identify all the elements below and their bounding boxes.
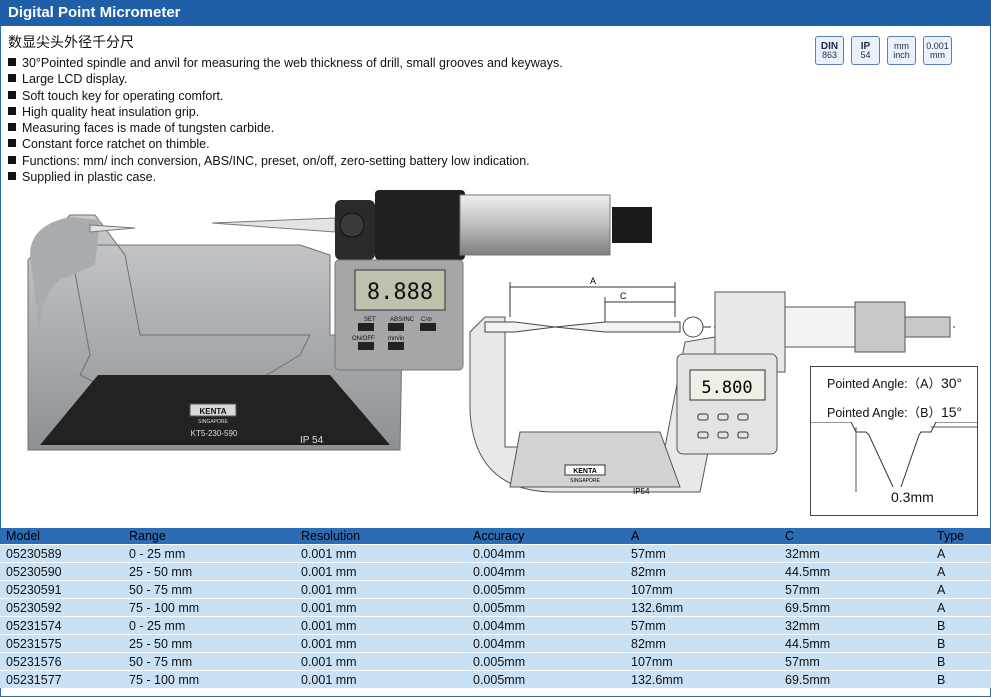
square-bullet-icon: [8, 74, 16, 83]
col-model: Model: [0, 528, 123, 545]
brand-name: KENTA: [200, 407, 227, 416]
table-header-row: Model Range Resolution Accuracy A C Type: [0, 528, 991, 545]
drawing-lcd-reading: 5.800: [701, 378, 752, 398]
drawing-lcd-screen: [689, 369, 766, 401]
feature-item: Functions: mm/ inch conversion, ABS/INC,…: [8, 153, 563, 169]
feature-item: 30°Pointed spindle and anvil for measuri…: [8, 55, 563, 71]
spec-table: Model Range Resolution Accuracy A C Type…: [0, 528, 991, 688]
model-label: KT5-230-590: [191, 429, 238, 438]
drawing-button: [697, 431, 709, 439]
drawing-anvil: [484, 321, 556, 333]
drawing-button: [737, 413, 749, 421]
thimble-barrel: [459, 194, 611, 256]
abs-inc-button: [388, 323, 404, 331]
ratchet-knob: [612, 207, 652, 243]
feature-item: Constant force ratchet on thimble.: [8, 136, 563, 152]
lcd-reading: 8.888: [367, 280, 433, 305]
drawing-button: [737, 431, 749, 439]
feature-item: Soft touch key for operating comfort.: [8, 88, 563, 104]
mm-in-button: [388, 342, 404, 350]
square-bullet-icon: [8, 139, 16, 148]
lock-knob-icon: [339, 212, 365, 238]
left-point-outline: [811, 422, 894, 488]
drawing-ip-label: IP54: [633, 487, 650, 496]
drawing-lock-icon: [682, 316, 704, 338]
drawing-lcd-housing: [676, 353, 778, 455]
drawing-spindle: [554, 321, 681, 333]
drawing-button: [717, 431, 729, 439]
drawing-grip: [509, 431, 681, 488]
anvil-point: [89, 224, 136, 233]
brand-logo: [189, 403, 237, 417]
col-range: Range: [123, 528, 295, 545]
feature-item: Large LCD display.: [8, 71, 563, 87]
square-bullet-icon: [8, 172, 16, 181]
square-bullet-icon: [8, 106, 16, 115]
chinese-subtitle: 数显尖头外径千分尺: [8, 35, 134, 51]
drawing-brand-sub: SINGAPORE: [570, 478, 600, 484]
sleeve-housing: [375, 190, 465, 260]
clear-button: [420, 323, 436, 331]
right-point-outline: [900, 422, 977, 488]
mm-in-button-label: mm/in: [388, 336, 404, 342]
square-bullet-icon: [8, 155, 16, 164]
square-bullet-icon: [8, 123, 16, 132]
col-a: A: [625, 528, 779, 545]
drawing-brand-name: KENTA: [573, 468, 597, 475]
label-a: A: [590, 276, 596, 286]
feature-item: High quality heat insulation grip.: [8, 104, 563, 120]
drawing-thimble: [784, 306, 856, 348]
pointed-angle-box: Pointed Angle:（A）30° Pointed Angle:（B）15…: [810, 366, 978, 516]
frame-anvil-arm: [30, 217, 100, 335]
drawing-brand-logo: [564, 464, 606, 476]
square-bullet-icon: [8, 90, 16, 99]
page-title: Digital Point Micrometer: [0, 0, 991, 26]
dimension-drawing: A C 5.800 KENTA SINGAPORE IP54: [469, 276, 955, 496]
micrometer-photo: 8.888 SET ABS/INC C/⊘ ON/OFF mm/in KENTA…: [27, 190, 652, 451]
label-c: C: [620, 291, 627, 301]
lcd-screen: [354, 269, 446, 311]
ip-label: IP 54: [300, 435, 324, 446]
brand-sub: SINGAPORE: [198, 419, 228, 425]
on-off-button: [358, 342, 374, 350]
abs-inc-button-label: ABS/INC: [390, 317, 415, 323]
feature-item: Measuring faces is made of tungsten carb…: [8, 120, 563, 136]
angle-a-line: Pointed Angle:（A）30°: [827, 375, 963, 391]
feature-list: 30°Pointed spindle and anvil for measuri…: [8, 55, 563, 185]
drawing-button: [717, 413, 729, 421]
clear-button-label: C/⊘: [421, 317, 432, 323]
col-accuracy: Accuracy: [467, 528, 625, 545]
drawing-knurl: [854, 301, 906, 353]
gap-label: 0.3mm: [891, 489, 934, 505]
spindle-point: [211, 217, 336, 233]
set-button-label: SET: [364, 317, 376, 323]
drawing-ratchet: [904, 316, 951, 338]
drawing-button: [697, 413, 709, 421]
feature-item: Supplied in plastic case.: [8, 169, 563, 185]
col-resolution: Resolution: [295, 528, 467, 545]
set-button: [358, 323, 374, 331]
square-bullet-icon: [8, 58, 16, 66]
col-type: Type: [931, 528, 991, 545]
on-off-button-label: ON/OFF: [352, 336, 375, 342]
angle-b-line: Pointed Angle:（B）15°: [827, 404, 963, 420]
point-gap-diagram: [811, 422, 977, 492]
col-c: C: [779, 528, 931, 545]
